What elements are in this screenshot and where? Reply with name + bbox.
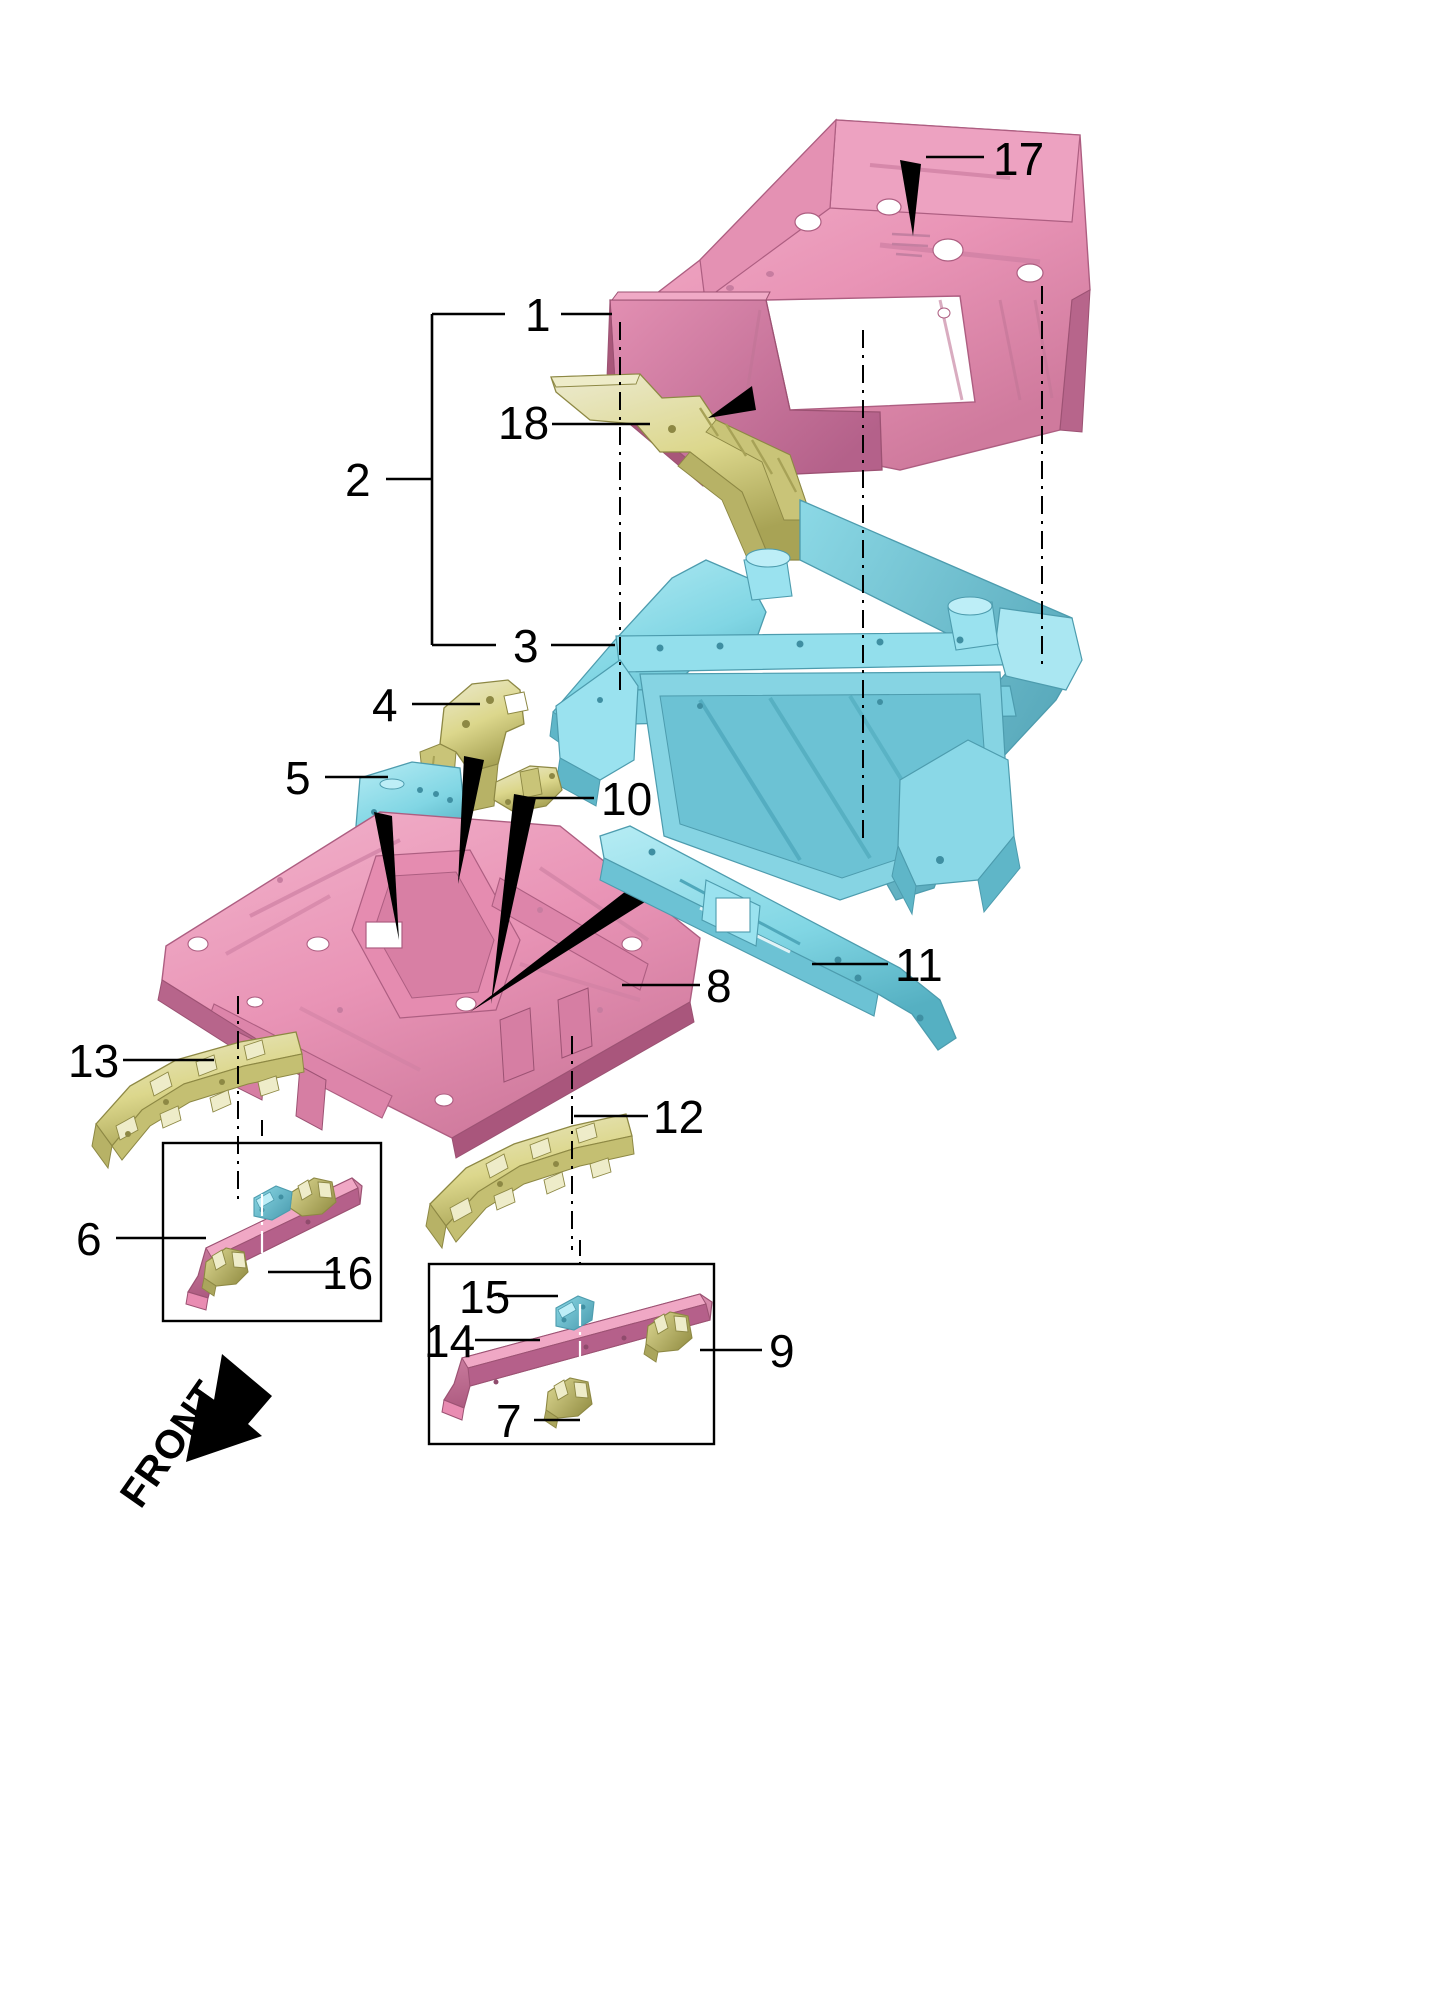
- callout-16[interactable]: 16: [322, 1247, 374, 1299]
- part-8-front-floor-panel: [157, 811, 701, 1159]
- centerlines-inset-entry: [261, 1120, 581, 1264]
- callout-1[interactable]: 1: [525, 289, 551, 341]
- part-12-sill-reinforcement-right: [425, 1113, 635, 1250]
- part-3-rear-frame-assembly: [549, 499, 1083, 916]
- callout-6[interactable]: 6: [76, 1213, 102, 1265]
- callout-10[interactable]: 10: [601, 773, 653, 825]
- callout-15[interactable]: 15: [459, 1271, 511, 1323]
- part-6-sill-bracket-left: [201, 1247, 249, 1297]
- pointer-arrow-10: [491, 794, 536, 1004]
- callout-2[interactable]: 2: [345, 454, 371, 506]
- callout-9[interactable]: 9: [769, 1325, 795, 1377]
- callout-11[interactable]: 11: [895, 939, 943, 991]
- callout-13[interactable]: 13: [68, 1035, 120, 1087]
- leader-lines: [116, 155, 984, 1422]
- callout-3[interactable]: 3: [513, 620, 539, 672]
- pointer-arrow-5: [374, 812, 399, 940]
- callout-14[interactable]: 14: [424, 1315, 476, 1367]
- callout-7[interactable]: 7: [496, 1395, 522, 1447]
- pointer-arrow-17: [900, 160, 921, 236]
- pointer-arrow-18: [708, 386, 756, 418]
- centerlines: [237, 286, 1043, 1250]
- callout-5[interactable]: 5: [285, 752, 311, 804]
- part-15-jack-point-bracket: [555, 1295, 595, 1331]
- right-detail-box: [427, 1262, 716, 1446]
- part-18-rear-cross-member: [550, 373, 813, 561]
- jack-point-bracket-left: [253, 1185, 293, 1221]
- part-7-sill-bracket-front: [543, 1377, 593, 1429]
- callout-4[interactable]: 4: [372, 679, 398, 731]
- callout-18[interactable]: 18: [498, 397, 550, 449]
- pointer-arrow-4: [458, 756, 484, 884]
- callout-12[interactable]: 12: [653, 1091, 705, 1143]
- part-9-sill-bracket-rear: [643, 1311, 693, 1363]
- sill-bracket-upper: [289, 1177, 337, 1217]
- front-arrow-icon: [186, 1354, 272, 1462]
- callout-17[interactable]: 17: [993, 133, 1045, 185]
- left-detail-box: [161, 1141, 383, 1323]
- part-11-side-member-rail: [599, 825, 957, 1051]
- pointer-arrow-11: [470, 874, 664, 1012]
- callout-8[interactable]: 8: [706, 960, 732, 1012]
- centerlines-inset: [260, 1194, 582, 1378]
